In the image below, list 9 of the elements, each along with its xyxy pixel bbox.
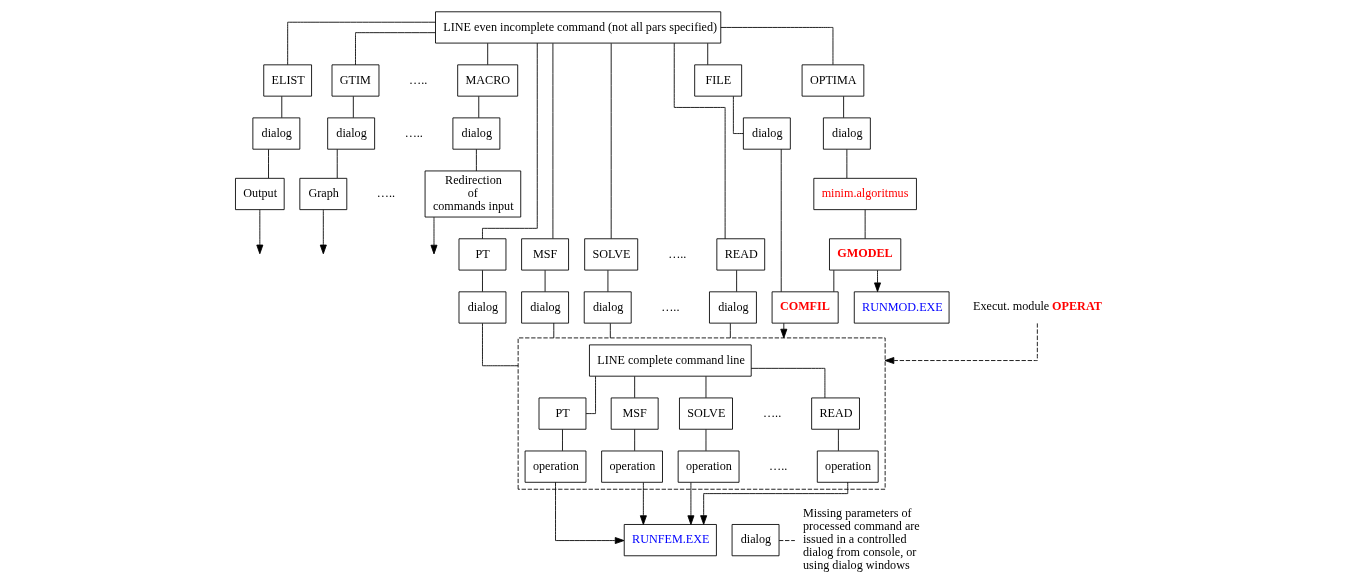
label: …..	[668, 246, 687, 261]
label: …..	[661, 299, 680, 314]
label: …..	[762, 405, 782, 420]
label: …..	[769, 458, 788, 473]
node-text: Execut. module OPERAT	[972, 298, 1102, 313]
node-text: Missing parameters of processed command are issued in a controlled dialog from console, or using dialog windows	[802, 506, 920, 573]
label: …..	[376, 186, 396, 201]
label: …..	[409, 72, 428, 87]
label: …..	[404, 125, 423, 140]
